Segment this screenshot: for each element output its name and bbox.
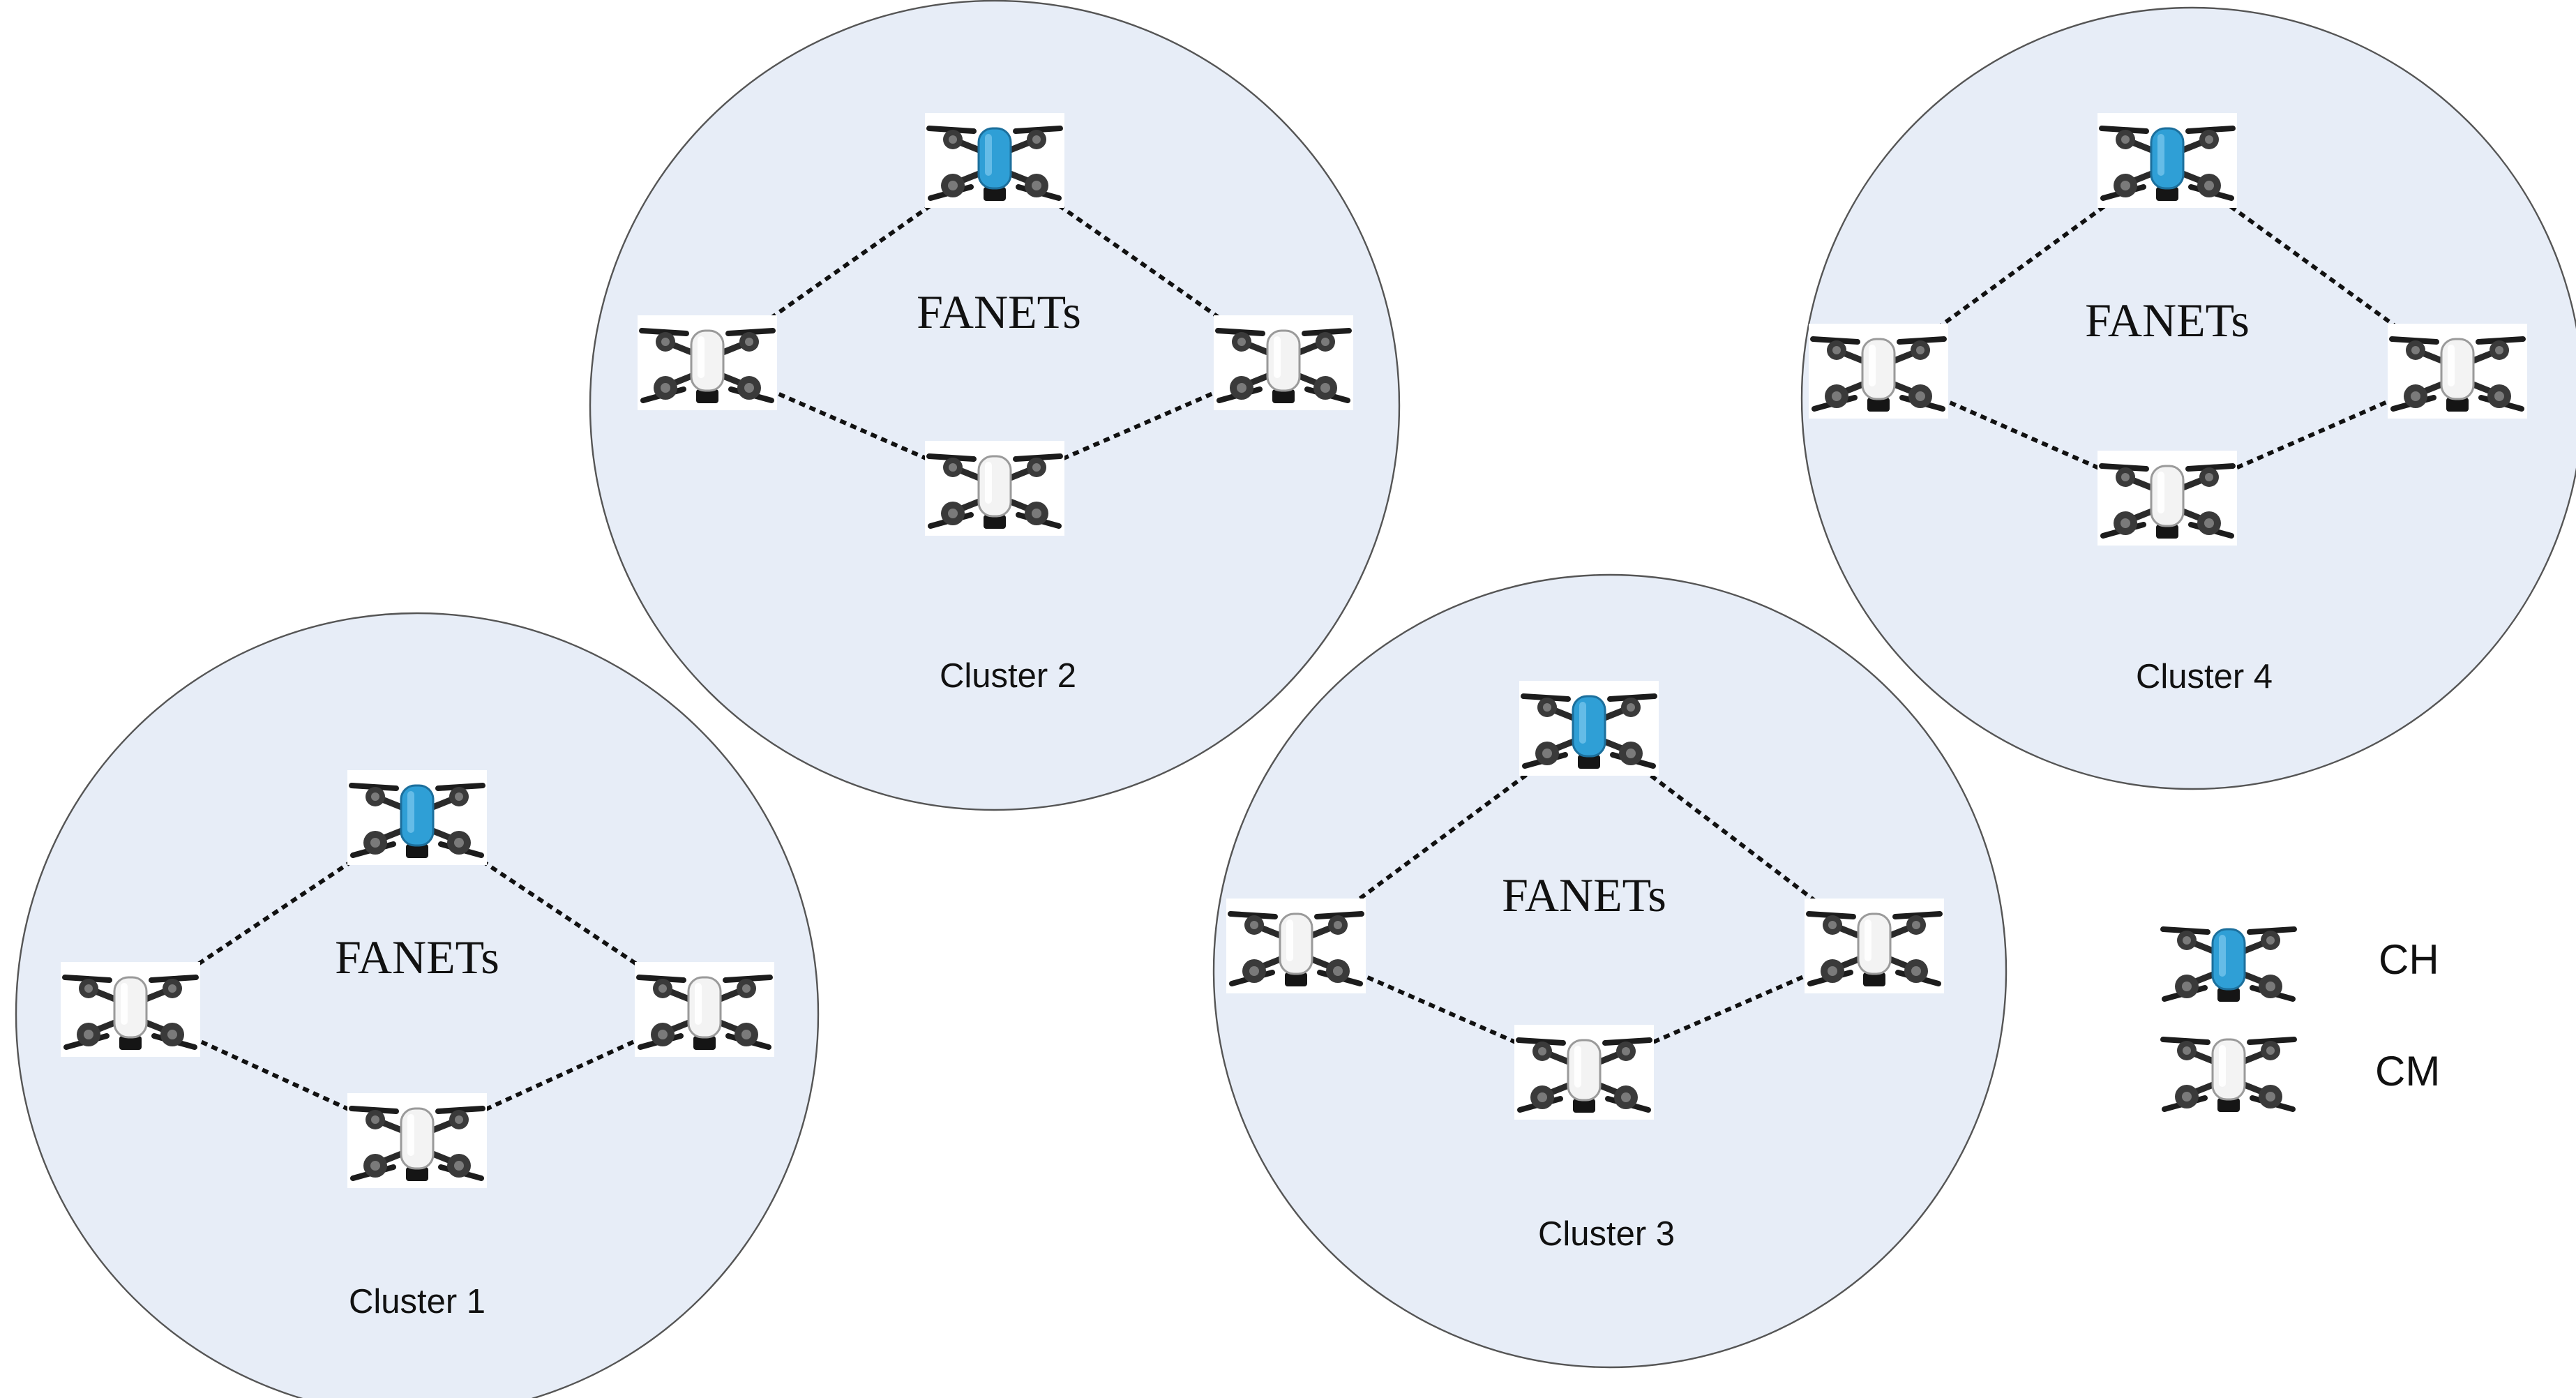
- cluster-boundary: [589, 0, 1401, 811]
- cluster-member-drone-icon: [2097, 451, 2237, 546]
- cluster-boundary: [15, 612, 820, 1398]
- cluster-label: Cluster 3: [1538, 1215, 1675, 1253]
- legend: CH CM: [2159, 914, 2440, 1119]
- legend-cm-label: CM: [2375, 1048, 2440, 1095]
- cluster-head-drone-icon: [347, 770, 487, 865]
- cluster-label: Cluster 4: [2136, 658, 2273, 696]
- cluster-head-drone-icon: [1519, 681, 1659, 776]
- cluster-boundary: [1212, 573, 2008, 1369]
- cluster-member-drone-icon: [1809, 324, 1948, 419]
- link-line: [1583, 944, 1876, 1074]
- fanets-label: FANETs: [917, 285, 1081, 338]
- cluster-label: Cluster 1: [349, 1283, 485, 1321]
- cluster-member-drone-icon: [1214, 315, 1353, 410]
- legend-ch-drone-icon: [2159, 914, 2298, 1009]
- cluster-member-drone-icon: [2388, 324, 2527, 419]
- cluster-head-drone-icon: [2097, 113, 2237, 208]
- fanets-label: FANETs: [335, 931, 499, 984]
- link-line: [416, 1007, 706, 1143]
- cluster-head-drone-icon: [925, 113, 1064, 208]
- legend-ch-label: CH: [2379, 936, 2439, 983]
- cluster-member-drone-icon: [1805, 899, 1944, 993]
- fanets-label: FANETs: [1502, 869, 1666, 922]
- cluster-label: Cluster 2: [940, 657, 1076, 695]
- cluster-member-drone-icon: [1514, 1025, 1654, 1120]
- cluster-member-drone-icon: [61, 962, 200, 1057]
- cluster-member-drone-icon: [638, 315, 777, 410]
- cluster-member-drone-icon: [1226, 899, 1366, 993]
- cluster-boundary: [1800, 6, 2576, 790]
- legend-cm-drone-icon: [2159, 1024, 2298, 1119]
- cluster-member-drone-icon: [925, 441, 1064, 536]
- cluster-member-drone-icon: [347, 1093, 487, 1188]
- cluster-member-drone-icon: [635, 962, 774, 1057]
- fanets-label: FANETs: [2085, 294, 2250, 347]
- link-line: [2166, 369, 2459, 500]
